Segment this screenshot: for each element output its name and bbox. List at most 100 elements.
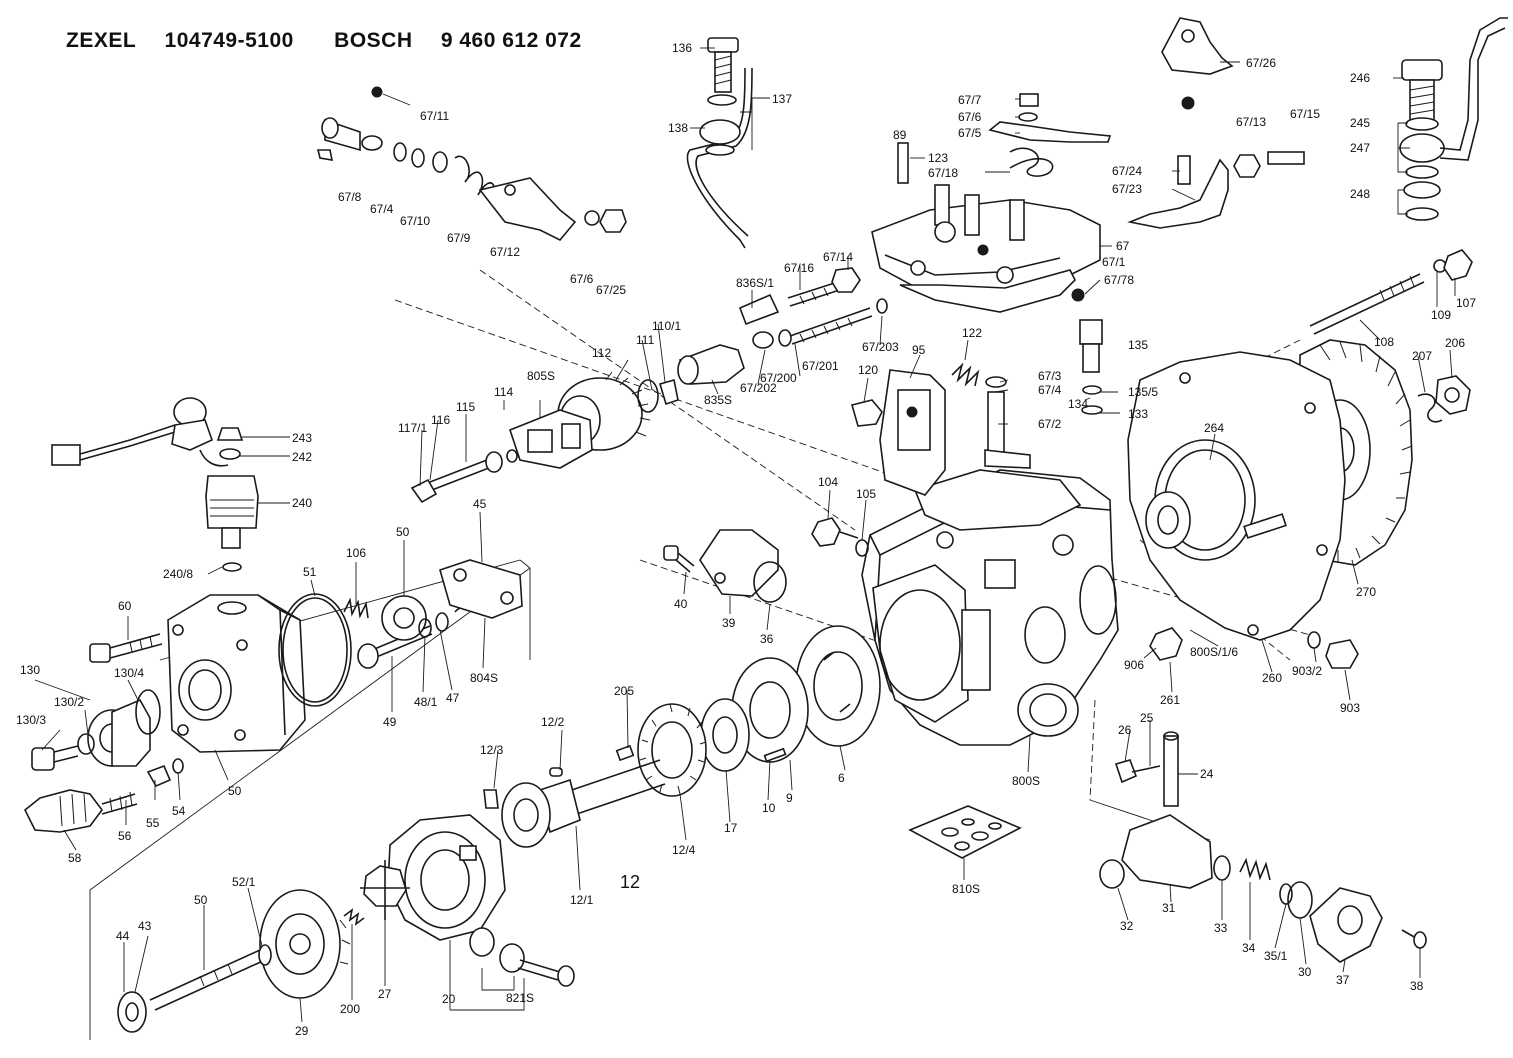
plunger-assembly-49 xyxy=(357,595,499,669)
lever-24 xyxy=(1114,731,1179,807)
screw-40 xyxy=(663,545,695,573)
label-122: 122 xyxy=(962,326,982,340)
label-56: 56 xyxy=(118,829,132,843)
label-112: 112 xyxy=(592,346,611,360)
label-261: 261 xyxy=(1160,693,1180,707)
label-137: 137 xyxy=(772,92,792,106)
drive-shaft-12-1 xyxy=(483,744,666,848)
valve-130 xyxy=(31,689,161,771)
label-245: 245 xyxy=(1350,116,1370,130)
label-95: 95 xyxy=(912,343,926,357)
label-26: 26 xyxy=(1118,723,1132,737)
label-105: 105 xyxy=(856,487,876,501)
label-60: 60 xyxy=(118,599,132,613)
gasket-kit-810s xyxy=(908,805,1022,859)
label-37: 37 xyxy=(1336,973,1350,987)
label-50a: 50 xyxy=(396,525,410,539)
label-800s1-6: 800S/1/6 xyxy=(1190,645,1238,659)
label-48-1: 48/1 xyxy=(414,695,438,709)
label-17: 17 xyxy=(724,821,738,835)
label-67-3: 67/3 xyxy=(1038,369,1062,383)
label-240: 240 xyxy=(292,496,312,510)
label-270: 270 xyxy=(1356,585,1376,599)
label-55: 55 xyxy=(146,816,160,830)
label-10: 10 xyxy=(762,801,776,815)
bosch-part-number: 9 460 612 072 xyxy=(440,29,582,52)
label-116: 116 xyxy=(431,413,450,427)
label-248: 248 xyxy=(1350,187,1370,201)
sleeve-835s xyxy=(677,344,745,385)
label-247: 247 xyxy=(1350,141,1370,155)
plug-903 xyxy=(1307,631,1359,669)
label-114: 114 xyxy=(494,385,513,399)
label-67-15: 67/15 xyxy=(1290,107,1320,121)
label-67-203: 67/203 xyxy=(862,340,899,354)
label-39: 39 xyxy=(722,616,736,630)
label-835s: 835S xyxy=(704,393,732,407)
label-67-4: 67/4 xyxy=(370,202,394,216)
shaft-50-43 xyxy=(117,944,272,1033)
label-67-13: 67/13 xyxy=(1236,115,1266,129)
label-903: 903 xyxy=(1340,701,1360,715)
label-130-4: 130/4 xyxy=(114,666,144,680)
label-67-2: 67/2 xyxy=(1038,417,1062,431)
label-67-1: 67/1 xyxy=(1102,255,1126,269)
diagram-title: ZEXEL 104749-5100 BOSCH 9 460 612 072 xyxy=(66,29,582,53)
cam-39 xyxy=(699,529,787,603)
label-51: 51 xyxy=(303,565,317,579)
label-135-5: 135/5 xyxy=(1128,385,1158,399)
label-67-25: 67/25 xyxy=(596,283,626,297)
label-67-10: 67/10 xyxy=(400,214,430,228)
label-207: 207 xyxy=(1412,349,1432,363)
label-67-202: 67/202 xyxy=(740,381,777,395)
label-67-4b: 67/4 xyxy=(1038,383,1062,397)
label-34: 34 xyxy=(1242,941,1256,955)
stop-lever-67-23 xyxy=(1127,151,1305,229)
bracket-95 xyxy=(851,369,946,496)
label-27: 27 xyxy=(378,987,392,1001)
brand-bosch: BOSCH xyxy=(334,29,413,52)
banjo-fitting-246 xyxy=(1399,17,1508,221)
label-240-8: 240/8 xyxy=(163,567,193,581)
adjusting-screw-67-201 xyxy=(752,298,888,349)
pump-housing-main xyxy=(861,469,1119,746)
label-67-9: 67/9 xyxy=(447,231,471,245)
label-67-6a: 67/6 xyxy=(570,272,594,286)
label-25: 25 xyxy=(1140,711,1154,725)
label-31: 31 xyxy=(1162,901,1176,915)
banjo-bolt-136 xyxy=(707,37,739,93)
spring-lever-67-5 xyxy=(897,93,1112,184)
label-67: 67 xyxy=(1116,239,1130,253)
label-44: 44 xyxy=(116,929,130,943)
label-9: 9 xyxy=(786,791,793,805)
label-123: 123 xyxy=(928,151,948,165)
label-67-23: 67/23 xyxy=(1112,182,1142,196)
label-36: 36 xyxy=(760,632,774,646)
label-110-1: 110/1 xyxy=(652,319,681,333)
label-906: 906 xyxy=(1124,658,1144,672)
label-67-24: 67/24 xyxy=(1112,164,1142,178)
delivery-valve-58 xyxy=(23,758,184,833)
gear-12-4 xyxy=(637,703,707,797)
label-67-16: 67/16 xyxy=(784,261,814,275)
label-67-26: 67/26 xyxy=(1246,56,1276,70)
feed-pump-housing-20 xyxy=(387,814,506,941)
label-52-1: 52/1 xyxy=(232,875,256,889)
label-54: 54 xyxy=(172,804,186,818)
label-67-11: 67/11 xyxy=(420,109,449,123)
bolt-104 xyxy=(811,517,869,557)
label-804s: 804S xyxy=(470,671,498,685)
label-43: 43 xyxy=(138,919,152,933)
valve-135 xyxy=(1079,319,1103,415)
label-67-201: 67/201 xyxy=(802,359,839,373)
label-136: 136 xyxy=(672,41,692,55)
brand-zexel: ZEXEL xyxy=(66,29,137,52)
label-242: 242 xyxy=(292,450,312,464)
label-32: 32 xyxy=(1120,919,1134,933)
lever-assembly-67-8 xyxy=(316,86,627,241)
label-810s: 810S xyxy=(952,882,980,896)
end-plate-29 xyxy=(259,889,351,999)
label-12-1: 12/1 xyxy=(570,893,594,907)
label-38: 38 xyxy=(1410,979,1424,993)
